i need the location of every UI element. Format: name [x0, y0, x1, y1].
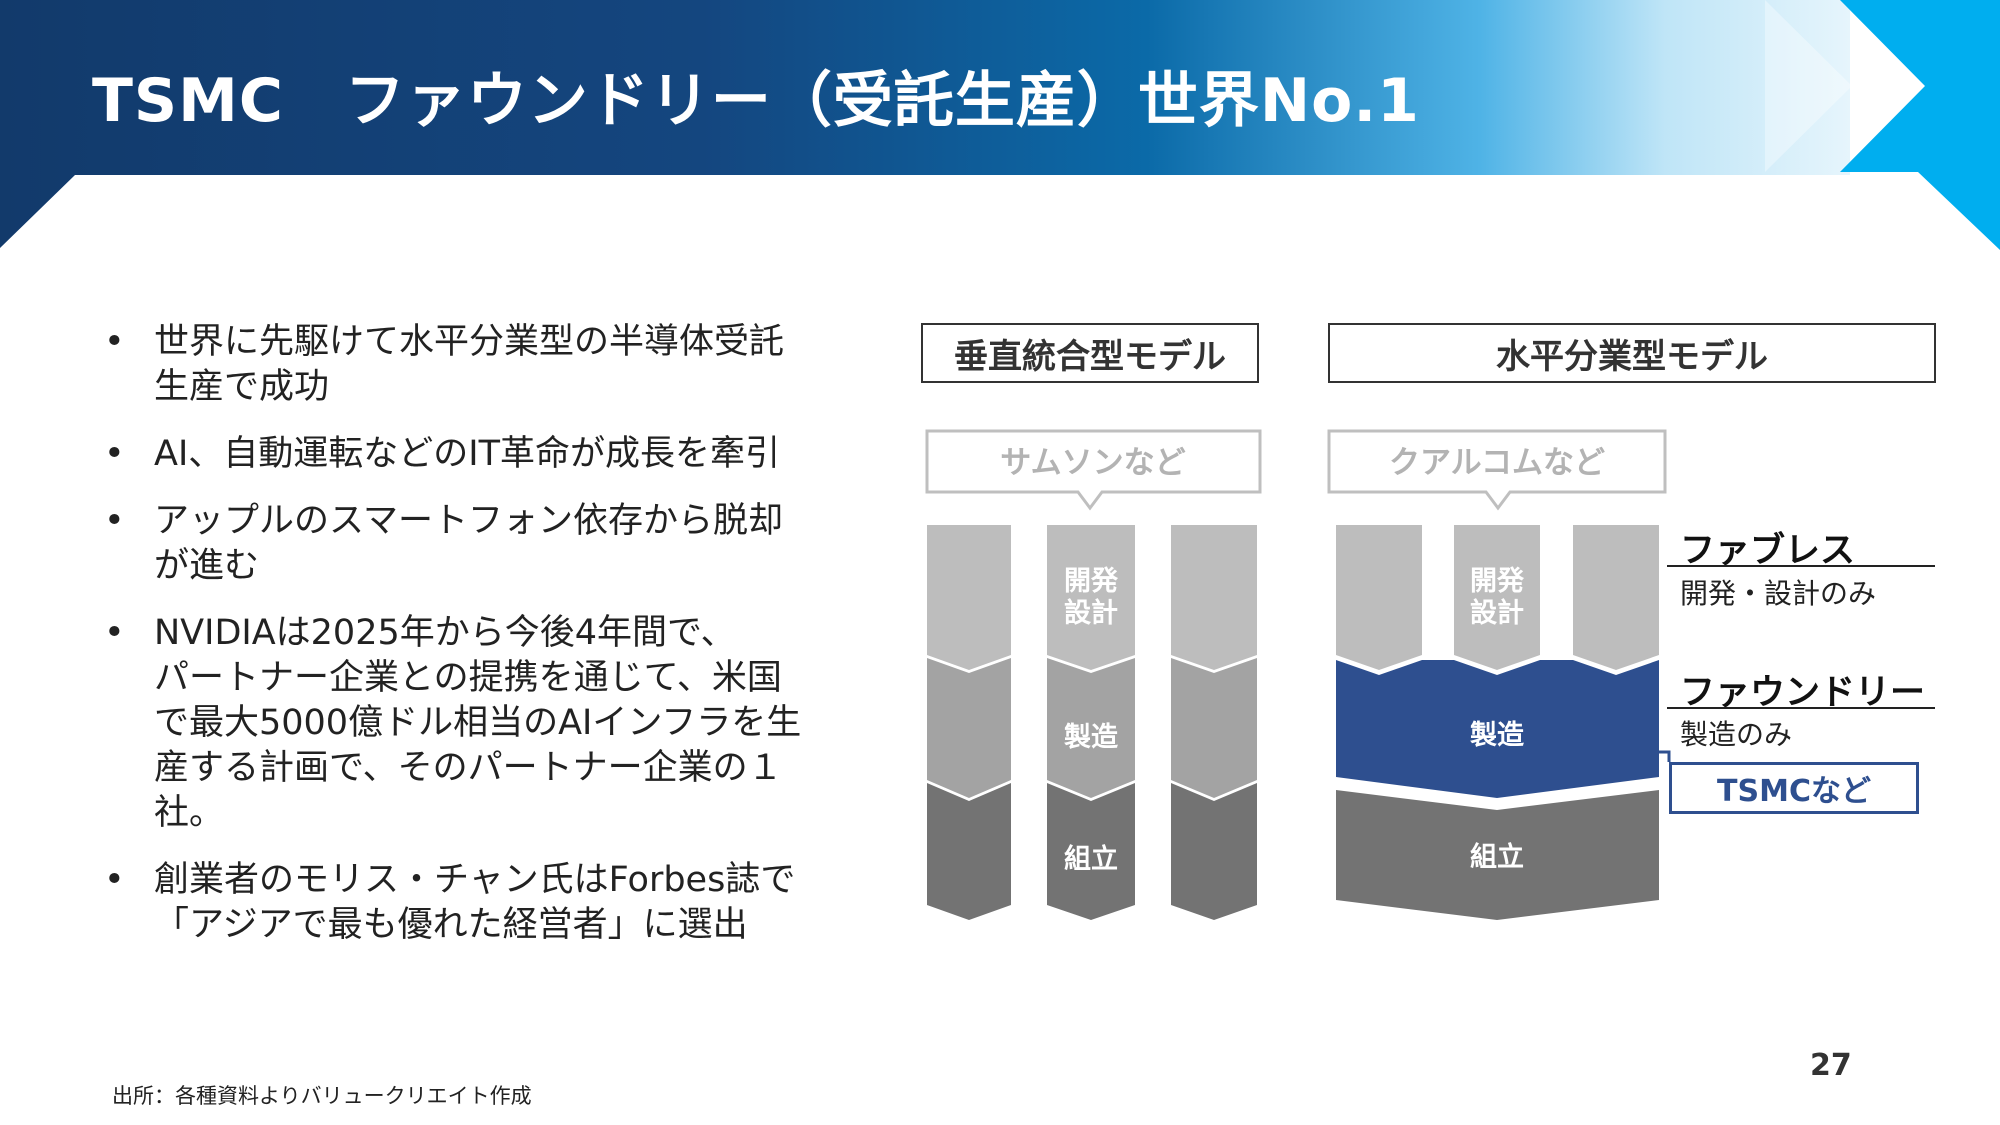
- header-chevron-accent: [1765, 0, 1852, 172]
- header-corner-triangle: [1840, 0, 2000, 250]
- source-note: 出所：各種資料よりバリュークリエイト作成: [112, 1084, 532, 1108]
- vertical-column-left: [927, 525, 1011, 920]
- page-number: 27: [1810, 1048, 1852, 1083]
- vertical-example-callout: サムソンなど: [925, 429, 1262, 511]
- bullet-marker: •: [104, 434, 125, 474]
- vertical-model-title: 垂直統合型モデル: [921, 323, 1259, 383]
- vertical-column-right: [1171, 525, 1257, 920]
- vertical-example-label: サムソンなど: [1000, 445, 1185, 481]
- bullet-item: • AI、自動運転などのIT革命が成長を牽引: [98, 432, 868, 477]
- horizontal-stage-design-line2: 設計: [1470, 597, 1524, 629]
- bullet-marker: •: [104, 860, 125, 900]
- vertical-stage-manufacturing: 製造: [1064, 722, 1118, 753]
- page-title: TSMC ファウンドリー（受託生産）世界No.1: [92, 66, 1420, 136]
- horizontal-stage-manufacturing: 製造: [1470, 720, 1524, 751]
- bullet-text: 世界に先駆けて水平分業型の半導体受託 生産で成功: [154, 322, 785, 407]
- bullet-text: NVIDIAは2025年から今後4年間で、 パートナー企業との提携を通じて、米国…: [154, 613, 802, 833]
- role-foundry-label: ファウンドリー: [1680, 673, 1926, 713]
- vertical-stage-assembly: 組立: [1064, 843, 1118, 875]
- bullet-list: • 世界に先駆けて水平分業型の半導体受託 生産で成功 • AI、自動運転などのI…: [98, 320, 868, 970]
- horizontal-design-columns: 開発 設計: [1336, 525, 1659, 670]
- tsmc-connector-line: [1659, 750, 1671, 762]
- header-gradient-band: [0, 0, 1850, 248]
- bullet-text: AI、自動運転などのIT革命が成長を牽引: [154, 434, 780, 474]
- bullet-text: アップルのスマートフォン依存から脱却 が進む: [154, 501, 783, 586]
- vertical-stage-design-line2: 設計: [1064, 597, 1118, 629]
- vertical-stage-design-line1: 開発: [1064, 566, 1119, 597]
- role-foundry-divider: [1667, 707, 1935, 709]
- bullet-item: • NVIDIAは2025年から今後4年間で、 パートナー企業との提携を通じて、…: [98, 611, 868, 836]
- role-fabless-label: ファブレス: [1680, 531, 1856, 571]
- bullet-item: • 世界に先駆けて水平分業型の半導体受託 生産で成功: [98, 320, 868, 410]
- horizontal-stage-assembly: 組立: [1470, 841, 1524, 873]
- tsmc-highlight-label: TSMCなど: [1669, 762, 1919, 814]
- horizontal-model-title: 水平分業型モデル: [1328, 323, 1936, 383]
- foundry-manufacturing-block: 製造: [1336, 660, 1659, 798]
- bullet-item: • 創業者のモリス・チャン氏はForbes誌で 「アジアで最も優れた経営者」に選…: [98, 858, 868, 948]
- vertical-column-center: 開発 設計 製造 組立: [1047, 525, 1135, 920]
- bullet-item: • アップルのスマートフォン依存から脱却 が進む: [98, 499, 868, 589]
- bullet-marker: •: [104, 613, 125, 653]
- horizontal-example-label: クアルコムなど: [1389, 445, 1605, 481]
- bullet-marker: •: [104, 322, 125, 362]
- horizontal-assembly-block: 組立: [1336, 790, 1659, 920]
- bullet-text: 創業者のモリス・チャン氏はForbes誌で 「アジアで最も優れた経営者」に選出: [154, 860, 796, 945]
- role-foundry-desc: 製造のみ: [1680, 718, 1793, 751]
- role-fabless-desc: 開発・設計のみ: [1680, 577, 1877, 610]
- horizontal-stage-design-line1: 開発: [1470, 566, 1525, 597]
- horizontal-example-callout: クアルコムなど: [1327, 429, 1667, 511]
- role-fabless-divider: [1667, 565, 1935, 567]
- bullet-marker: •: [104, 501, 125, 541]
